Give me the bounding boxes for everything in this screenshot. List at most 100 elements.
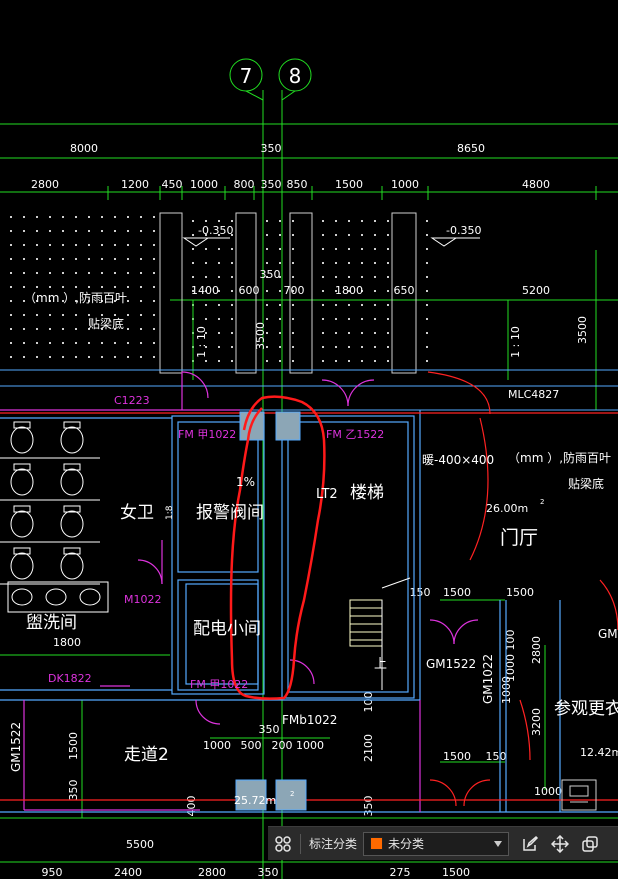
hatch-dot: [266, 290, 268, 292]
print-icon[interactable]: [561, 779, 597, 811]
dim-bottom-5: 350: [258, 866, 279, 879]
hatch-dot: [10, 272, 12, 274]
hatch-dot: [192, 276, 194, 278]
hatch-dot: [10, 356, 12, 358]
hatch-dot: [127, 356, 129, 358]
toilet-bowl: [10, 468, 34, 496]
room-changing: 参观更衣: [554, 699, 618, 719]
hatch-dot: [36, 342, 38, 344]
hatch-dot: [88, 230, 90, 232]
hatch-dot: [36, 244, 38, 246]
hatch-dot: [335, 248, 337, 250]
edit-note-icon[interactable]: [515, 829, 545, 859]
hatch-dot: [23, 300, 25, 302]
hatch-dot: [335, 318, 337, 320]
dim-bottom-2: 2800: [198, 866, 226, 879]
hatch-dot: [231, 276, 233, 278]
hatch-dot: [88, 286, 90, 288]
dim-top-row-2: 450: [162, 178, 183, 191]
hatch-dot: [266, 332, 268, 334]
dim-bottom-0: 5500: [126, 838, 154, 851]
hatch-dot: [23, 342, 25, 344]
area-hall: 26.00m: [486, 502, 528, 515]
hatch-dot: [322, 262, 324, 264]
label-vent: 暖-400×400: [422, 453, 494, 467]
hatch-dot: [140, 272, 142, 274]
structure-walls: [0, 212, 618, 411]
dim-misc-22: 100: [504, 630, 517, 651]
hatch-dot: [23, 258, 25, 260]
hatch-dot: [292, 290, 294, 292]
hatch-dot: [231, 332, 233, 334]
toilet-bowl: [60, 426, 84, 454]
level-1: -0.350: [446, 224, 481, 237]
dim-mid-2: 3500: [576, 316, 589, 344]
room-washroom: 盥洗间: [26, 613, 77, 633]
hatch-dot: [62, 230, 64, 232]
hatch-dot: [88, 244, 90, 246]
grid-bubble-label-7: 7: [240, 64, 253, 88]
hatch-dot: [387, 234, 389, 236]
hatch-dot: [49, 272, 51, 274]
hatch-dot: [218, 290, 220, 292]
hatch-dot: [140, 216, 142, 218]
dim-misc-20: 1800: [53, 636, 81, 649]
hatch-dot: [361, 346, 363, 348]
slope-1: 1 : 10: [509, 326, 522, 358]
hatch-dot: [114, 216, 116, 218]
hatch-dot: [62, 356, 64, 358]
red-lines: [0, 371, 618, 807]
toilet-tank: [63, 463, 81, 471]
label-beam-left: 贴梁底: [88, 316, 124, 331]
hatch-dot: [361, 318, 363, 320]
slope-0: 1 : 10: [195, 326, 208, 358]
hatch-dot: [75, 286, 77, 288]
hatch-dot: [374, 360, 376, 362]
hatch-dot: [153, 216, 155, 218]
dim-misc-4: 200: [272, 739, 293, 752]
hatch-dot: [75, 328, 77, 330]
label-louver-left: （mm ）,防雨百叶: [24, 290, 127, 305]
toilet-bowl: [60, 510, 84, 538]
label-beam-right: 贴梁底: [568, 476, 604, 491]
hatch-dot: [75, 244, 77, 246]
hatch-dot: [127, 230, 129, 232]
hatch-dot: [266, 220, 268, 222]
hatch-dot: [218, 304, 220, 306]
hatch-dot: [374, 318, 376, 320]
category-select[interactable]: 未分类: [363, 831, 510, 856]
hatch-dot: [231, 220, 233, 222]
hatch-dot: [426, 360, 428, 362]
doors: [0, 371, 479, 812]
hatch-dot: [88, 342, 90, 344]
hatch-dot: [279, 304, 281, 306]
hatch-dot: [114, 258, 116, 260]
hatch-dot: [426, 318, 428, 320]
hatch-dot: [361, 304, 363, 306]
room-up: 上: [374, 657, 387, 672]
room-stair-code: LT2: [316, 487, 338, 502]
hatch-dot: [75, 314, 77, 316]
hatch-dot: [153, 272, 155, 274]
hatch-dot: [10, 230, 12, 232]
hatch-dot: [387, 346, 389, 348]
hatch-dot: [361, 290, 363, 292]
copy-icon[interactable]: [575, 829, 605, 859]
hatch-dot: [322, 290, 324, 292]
hatch-dot: [75, 300, 77, 302]
hatch-dot: [127, 244, 129, 246]
hatch-dot: [348, 332, 350, 334]
columns: [235, 411, 307, 811]
hatch-dot: [266, 276, 268, 278]
dim-top-total-1: 350: [261, 142, 282, 155]
move-arrows-icon[interactable]: [545, 829, 575, 859]
hatch-dot: [348, 234, 350, 236]
hatch-dot: [101, 300, 103, 302]
grid-four-icon[interactable]: [268, 829, 298, 859]
hatch-dot: [266, 262, 268, 264]
grid-axes: [229, 58, 312, 879]
hatch-dot: [101, 342, 103, 344]
hatch-dot: [374, 332, 376, 334]
door-code-gm1522-left: GM1522: [9, 722, 23, 772]
